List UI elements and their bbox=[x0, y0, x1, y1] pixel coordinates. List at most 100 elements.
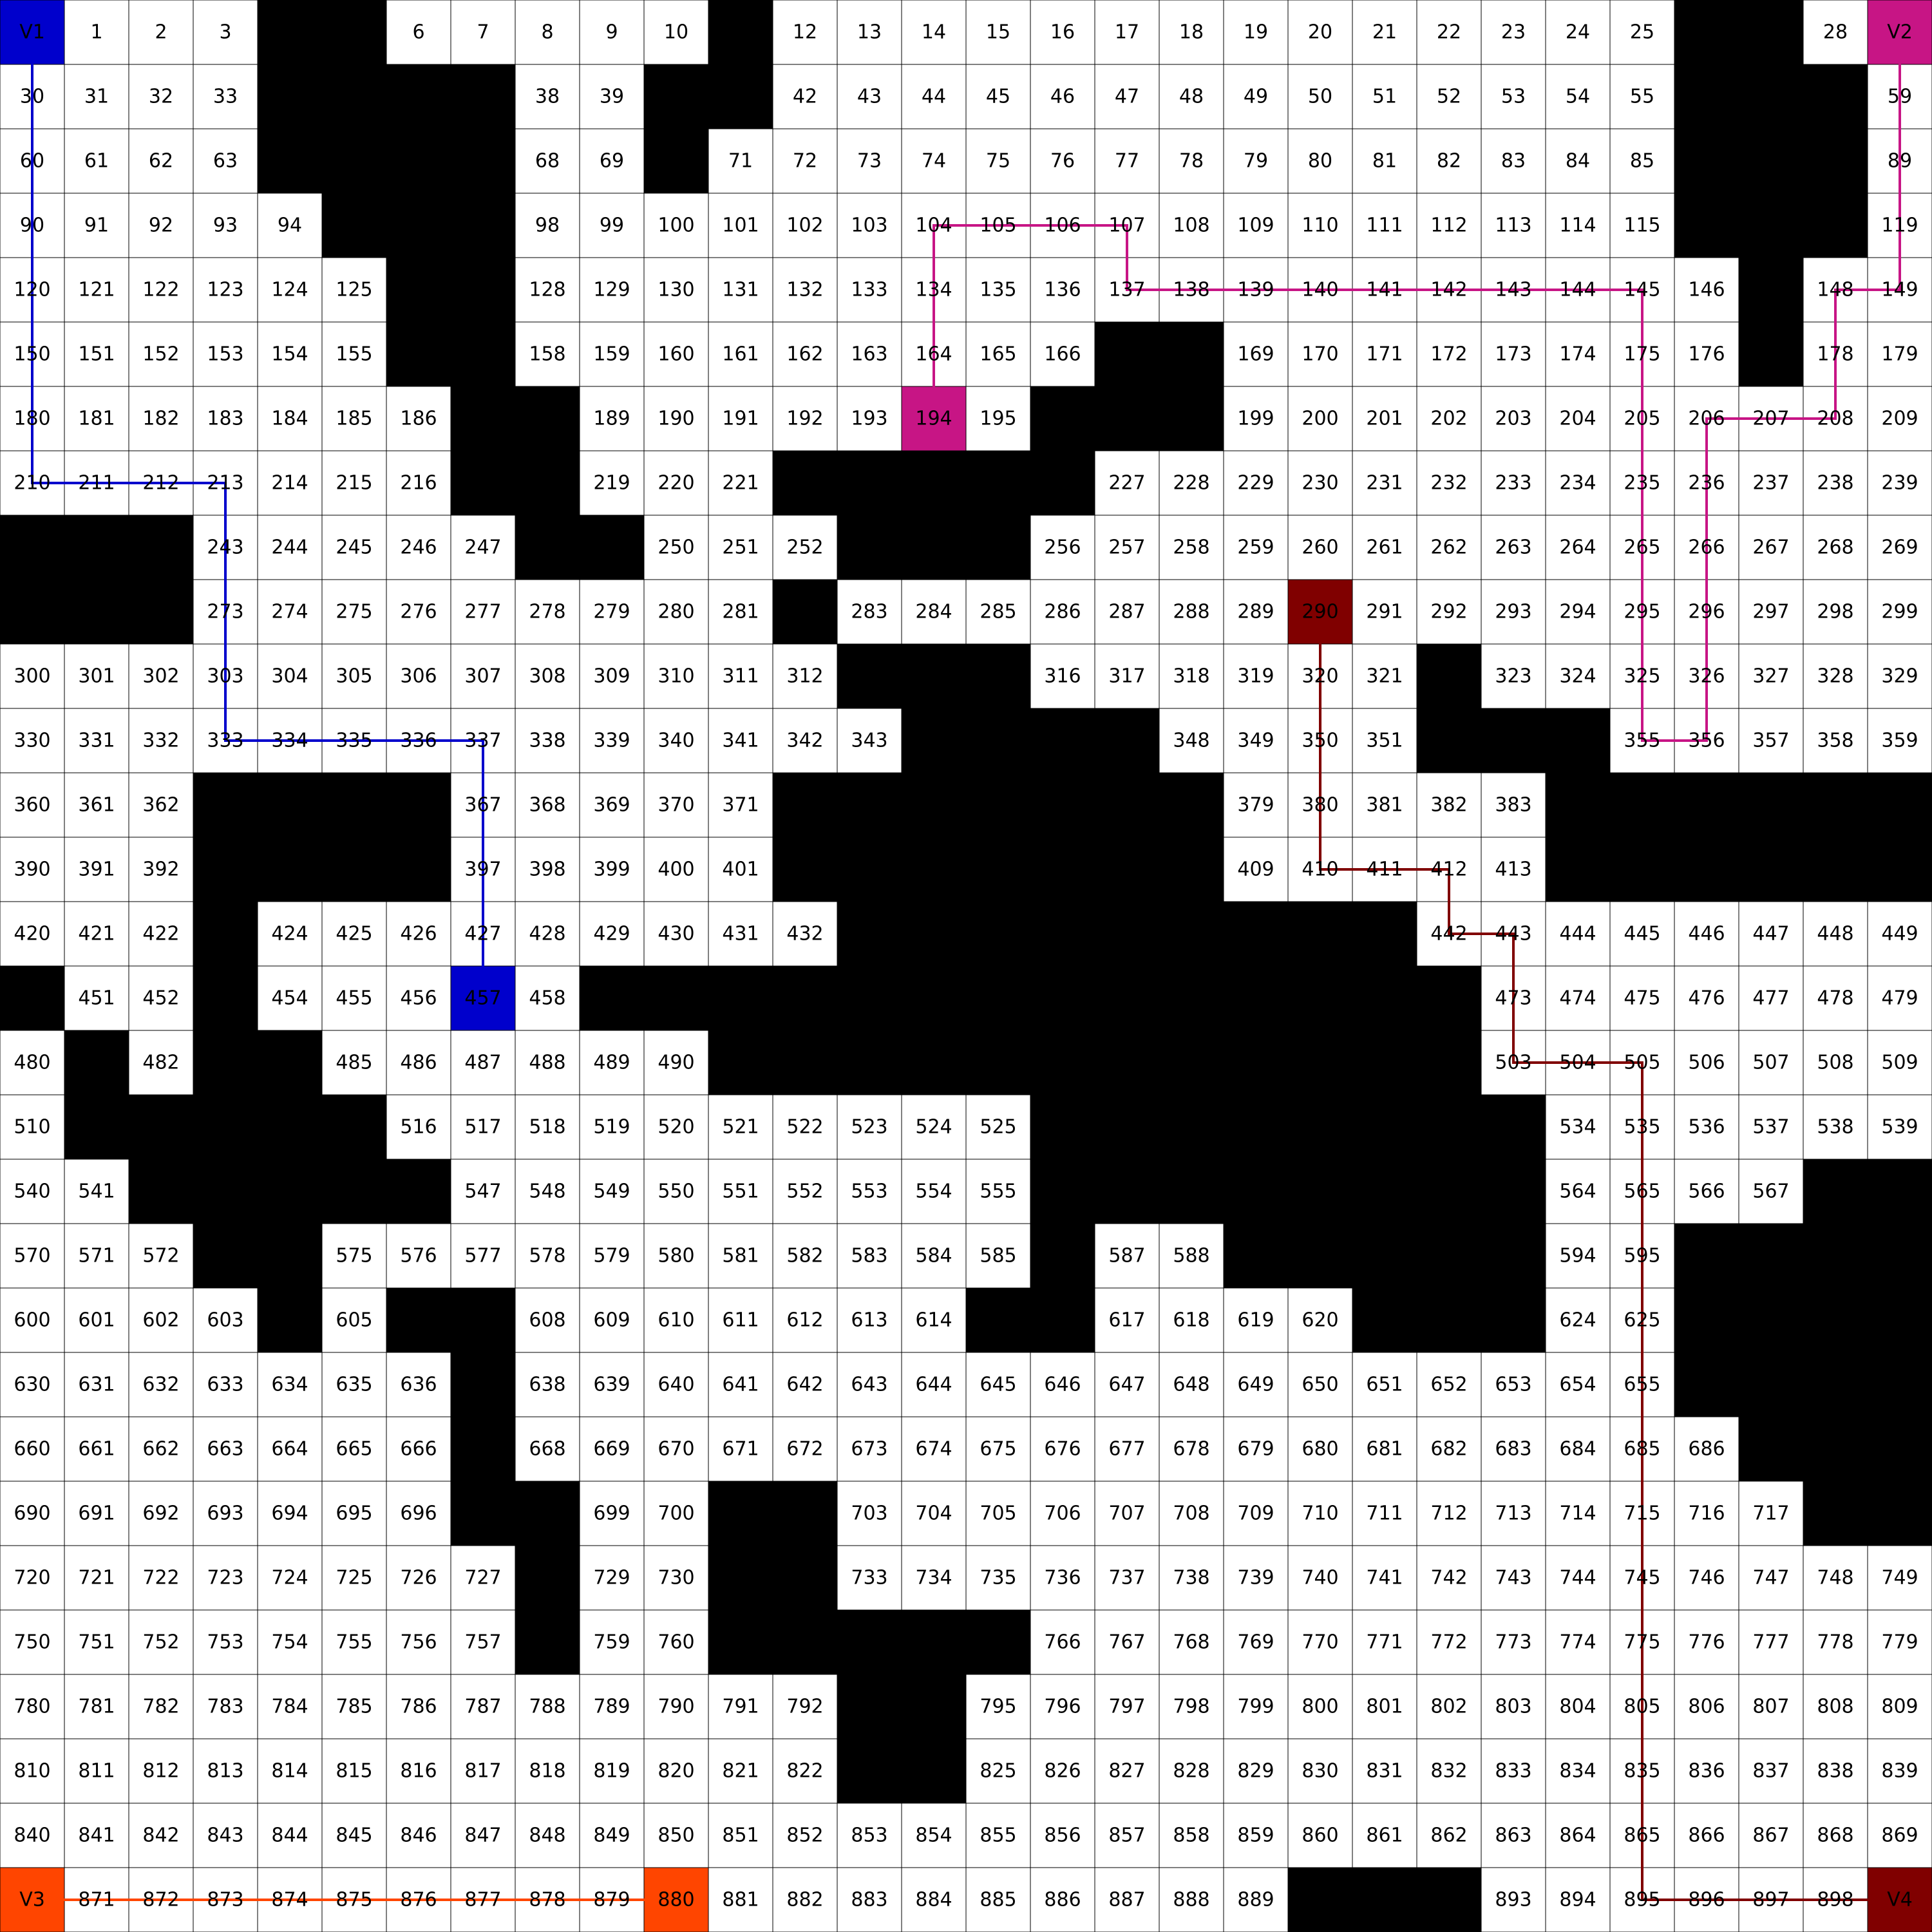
obstacle-cell bbox=[1094, 386, 1160, 451]
cell-number: 710 bbox=[1302, 1502, 1338, 1525]
cell-number: 58 bbox=[1823, 86, 1848, 108]
cell-number: 842 bbox=[142, 1824, 179, 1847]
grid-cell bbox=[708, 772, 773, 838]
grid-cell bbox=[450, 1738, 516, 1804]
grid-cell bbox=[1287, 1609, 1353, 1675]
grid-cell bbox=[1223, 837, 1289, 902]
obstacle-cell bbox=[1481, 708, 1546, 773]
grid-cell bbox=[643, 1803, 709, 1868]
grid-cell bbox=[1159, 1609, 1224, 1675]
cell-number: 675 bbox=[980, 1438, 1016, 1461]
cell-number: 673 bbox=[851, 1438, 887, 1461]
obstacle-cell bbox=[321, 1159, 387, 1224]
grid-cell bbox=[1481, 643, 1546, 709]
cell-number: 449 bbox=[1881, 923, 1918, 945]
cell-number: 85 bbox=[1630, 150, 1654, 173]
grid-cell bbox=[1545, 321, 1611, 387]
cell-number: 283 bbox=[851, 601, 887, 623]
grid-cell bbox=[837, 1352, 902, 1417]
cell-number: 551 bbox=[722, 1180, 759, 1203]
cell-number: 628 bbox=[1817, 1309, 1853, 1332]
cell-number: 682 bbox=[1430, 1438, 1467, 1461]
grid-cell bbox=[1223, 450, 1289, 516]
cell-number: 787 bbox=[464, 1696, 501, 1718]
cell-number: 306 bbox=[400, 665, 437, 688]
grid-cell bbox=[1545, 1094, 1611, 1160]
cell-number: 651 bbox=[1366, 1374, 1403, 1396]
grid-cell bbox=[965, 1674, 1031, 1739]
cell-number: 155 bbox=[336, 343, 372, 366]
cell-number: 346 bbox=[1044, 730, 1081, 752]
cell-number: 269 bbox=[1881, 536, 1918, 559]
grid-cell bbox=[128, 1287, 194, 1353]
grid-cell bbox=[1481, 1609, 1546, 1675]
cell-number: 54 bbox=[1566, 86, 1590, 108]
grid-cell bbox=[450, 0, 516, 65]
cell-number: 145 bbox=[1624, 279, 1660, 301]
cell-number: 699 bbox=[593, 1502, 630, 1525]
cell-number: 556 bbox=[1044, 1180, 1081, 1203]
cell-number: 632 bbox=[142, 1374, 179, 1396]
grid-cell bbox=[1159, 1287, 1224, 1353]
obstacle-cell bbox=[1674, 0, 1739, 65]
grid-cell bbox=[1674, 1094, 1739, 1160]
obstacle-cell bbox=[1287, 901, 1353, 967]
grid-cell bbox=[1352, 1674, 1417, 1739]
cell-number: 536 bbox=[1688, 1116, 1725, 1139]
grid-cell bbox=[1352, 579, 1417, 645]
obstacle-cell bbox=[1481, 1287, 1546, 1353]
cell-number: 183 bbox=[207, 408, 243, 430]
grid-cell bbox=[772, 1352, 838, 1417]
cell-number: 20 bbox=[1308, 21, 1332, 44]
grid-cell bbox=[257, 901, 323, 967]
cell-number: 226 bbox=[1044, 472, 1081, 495]
cell-number: 568 bbox=[1817, 1180, 1853, 1203]
cell-number: 438 bbox=[1173, 923, 1209, 945]
obstacle-cell bbox=[386, 257, 451, 323]
cell-number: 101 bbox=[722, 214, 759, 237]
grid-cell bbox=[128, 1609, 194, 1675]
obstacle-cell bbox=[1416, 1094, 1482, 1160]
cell-number: 171 bbox=[1366, 343, 1403, 366]
cell-number: 393 bbox=[207, 858, 243, 881]
cell-number: 116 bbox=[1688, 214, 1725, 237]
cell-number: 856 bbox=[1044, 1824, 1081, 1847]
cell-number: 815 bbox=[336, 1760, 372, 1783]
cell-number: 527 bbox=[1108, 1116, 1145, 1139]
cell-number: 701 bbox=[722, 1502, 759, 1525]
cell-number: 763 bbox=[851, 1631, 887, 1654]
cell-number: 294 bbox=[1559, 601, 1596, 623]
cell-number: 150 bbox=[14, 343, 50, 366]
cell-number: 243 bbox=[207, 536, 243, 559]
grid-cell bbox=[579, 1738, 645, 1804]
cell-number: 892 bbox=[1430, 1889, 1467, 1911]
cell-number: 79 bbox=[1244, 150, 1268, 173]
cell-number: 36 bbox=[406, 86, 431, 108]
cell-number: 437 bbox=[1108, 923, 1145, 945]
cell-number: 120 bbox=[14, 279, 50, 301]
grid-cell bbox=[1738, 643, 1804, 709]
grid-cell bbox=[128, 965, 194, 1031]
cell-number: 539 bbox=[1881, 1116, 1918, 1139]
cell-number: 179 bbox=[1881, 343, 1918, 366]
grid-cell bbox=[1030, 1352, 1095, 1417]
grid-cell bbox=[0, 1609, 65, 1675]
cell-number: 345 bbox=[980, 730, 1016, 752]
grid-cell bbox=[837, 1094, 902, 1160]
cell-number: 479 bbox=[1881, 987, 1918, 1010]
obstacle-cell bbox=[386, 128, 451, 194]
cell-number: 450 bbox=[14, 987, 50, 1010]
cell-number: 100 bbox=[658, 214, 694, 237]
cell-number: 161 bbox=[722, 343, 759, 366]
cell-number: 151 bbox=[78, 343, 115, 366]
cell-number: 88 bbox=[1823, 150, 1848, 173]
cell-number: 583 bbox=[851, 1245, 887, 1267]
cell-number: 286 bbox=[1044, 601, 1081, 623]
cell-number: 49 bbox=[1244, 86, 1268, 108]
grid-cell bbox=[128, 321, 194, 387]
cell-number: 454 bbox=[271, 987, 308, 1010]
grid-cell bbox=[1223, 193, 1289, 258]
grid-cell bbox=[1287, 321, 1353, 387]
grid-cell bbox=[128, 386, 194, 451]
